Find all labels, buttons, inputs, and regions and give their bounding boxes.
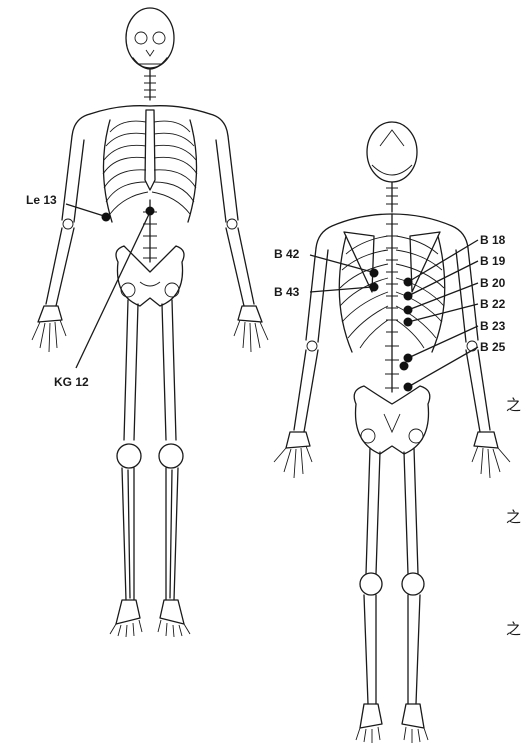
kg12-leader [76,212,150,368]
b18-leader [408,240,478,282]
label-b42: B 42 [274,247,300,261]
back-skeleton [274,122,510,743]
front-skeleton [32,8,268,637]
b23-point-b [400,362,409,371]
b20-point [404,306,413,315]
label-b23: B 23 [480,319,506,333]
label-b43: B 43 [274,285,300,299]
b42-point [370,269,379,278]
label-b22: B 22 [480,297,506,311]
label-b19: B 19 [480,254,506,268]
b22-leader [408,304,478,322]
b19-point [404,292,413,301]
b23-point [404,354,413,363]
label-b25: B 25 [480,340,506,354]
label-b20: B 20 [480,276,506,290]
b43-leader [310,287,372,292]
label-kg12: KG 12 [54,375,89,389]
b25-point [404,383,413,392]
label-le13: Le 13 [26,193,57,207]
b18-point [404,278,413,287]
side-glyph-3: 之 [506,620,521,638]
side-glyph-2: 之 [506,508,521,526]
side-glyphs: 之 之 之 [506,396,521,638]
b22-point [404,318,413,327]
side-glyph-1: 之 [506,396,521,414]
kg12-point [146,207,155,216]
le13-leader [66,204,104,216]
le13-point [102,213,111,222]
label-b18: B 18 [480,233,506,247]
b43-point [370,283,379,292]
